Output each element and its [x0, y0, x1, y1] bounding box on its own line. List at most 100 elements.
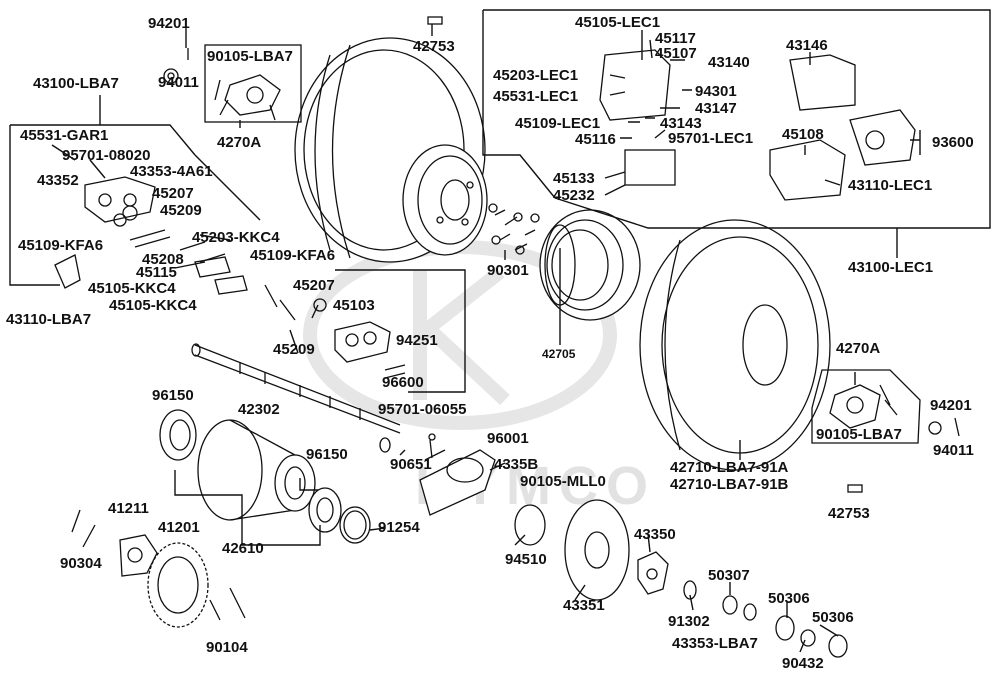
label-43147: 43147: [695, 100, 737, 117]
label-43351: 43351: [563, 597, 605, 614]
label-90301: 90301: [487, 262, 529, 279]
label-96001: 96001: [487, 430, 529, 447]
label-43100-lec1: 43100-LEC1: [848, 259, 934, 276]
label-90105-lba7: 90105-LBA7: [207, 48, 293, 65]
hub-4270a-right: [829, 384, 960, 437]
label-96150-b: 96150: [306, 446, 348, 463]
label-41211: 41211: [108, 500, 149, 517]
label-50306-a: 50306: [768, 590, 810, 607]
seal-94510: [514, 504, 546, 546]
label-94251: 94251: [396, 332, 438, 349]
label-94201-b: 94201: [930, 397, 972, 414]
label-45531-gar1: 45531-GAR1: [20, 127, 109, 144]
rear-axle: [191, 343, 401, 434]
label-43140: 43140: [708, 54, 750, 71]
label-43100-lba7: 43100-LBA7: [33, 75, 119, 92]
label-42302: 42302: [238, 401, 280, 418]
label-43146: 43146: [786, 37, 828, 54]
bearing-holder-4335b: [379, 433, 496, 516]
label-42610: 42610: [222, 540, 264, 557]
label-42753-b: 42753: [828, 505, 870, 522]
washers-nuts: [683, 580, 848, 658]
label-42753: 42753: [413, 38, 455, 55]
label-45207-b: 45207: [293, 277, 335, 294]
sprocket-41201: [147, 542, 209, 628]
label-94201: 94201: [148, 15, 190, 32]
label-45116: 45116: [575, 131, 616, 148]
disc-hub-43350: [637, 551, 669, 595]
label-90105-lba7-b: 90105-LBA7: [816, 426, 902, 443]
wheel-hub-42610: [197, 419, 316, 521]
label-42705: 42705: [542, 347, 576, 361]
label-91254: 91254: [378, 519, 420, 536]
brake-caliper-lba7: [54, 176, 248, 295]
label-43353-4a61: 43353-4A61: [130, 163, 213, 180]
label-50306-b: 50306: [812, 609, 854, 626]
label-45207: 45207: [152, 185, 194, 202]
label-90304: 90304: [60, 555, 102, 572]
label-45208: 45208: [142, 251, 184, 268]
label-45108: 45108: [782, 126, 824, 143]
leader-lines: [9, 9, 991, 653]
label-94011: 94011: [158, 74, 199, 91]
label-43352: 43352: [37, 172, 79, 189]
label-45109-lec1: 45109-LEC1: [515, 115, 601, 132]
label-94510: 94510: [505, 551, 547, 568]
label-43110-lba7: 43110-LBA7: [6, 311, 92, 328]
small-bolts: [163, 16, 863, 493]
bearing-96150-right: [308, 487, 342, 533]
seal-91254: [339, 506, 371, 544]
label-45209-b: 45209: [273, 341, 315, 358]
label-45117: 45117: [655, 30, 696, 47]
label-93600: 93600: [932, 134, 974, 151]
label-42710-lba7-91b: 42710-LBA7-91B: [670, 476, 789, 493]
label-43353-lba7: 43353-LBA7: [672, 635, 758, 652]
label-94301: 94301: [695, 83, 737, 100]
label-45109-kfa6-b: 45109-KFA6: [250, 247, 336, 264]
brake-disc-43351: [564, 499, 630, 601]
label-45203-lec1: 45203-LEC1: [493, 67, 579, 84]
label-4335b: 4335B: [494, 456, 539, 473]
label-41201: 41201: [158, 519, 200, 536]
label-45107: 45107: [655, 45, 697, 62]
label-45203-kkc4: 45203-KKC4: [192, 229, 280, 246]
bearing-96150-left: [159, 409, 197, 461]
label-45232: 45232: [553, 187, 595, 204]
label-90432: 90432: [782, 655, 824, 672]
label-45115: 45115: [136, 264, 177, 281]
label-96150-a: 96150: [152, 387, 194, 404]
label-45105-kkc4-a: 45105-KKC4: [88, 280, 176, 297]
label-45105-kkc4-b: 45105-KKC4: [109, 297, 197, 314]
label-4270a: 4270A: [217, 134, 262, 151]
label-90651: 90651: [390, 456, 432, 473]
label-95701-06055: 95701-06055: [378, 401, 467, 418]
label-95701-lec1: 95701-LEC1: [668, 130, 754, 147]
label-45133: 45133: [553, 170, 595, 187]
label-43143: 43143: [660, 115, 702, 132]
label-43350: 43350: [634, 526, 676, 543]
sprocket-hub-41211: [71, 509, 246, 621]
label-43110-lec1: 43110-LEC1: [848, 177, 933, 194]
label-50307: 50307: [708, 567, 750, 584]
hub-bolts: [488, 203, 540, 255]
label-96600: 96600: [382, 374, 424, 391]
box-90105-lba7: [204, 44, 302, 123]
label-4270a-b: 4270A: [836, 340, 881, 357]
brake-caliper-45103: [264, 284, 406, 379]
rear-rim: [539, 209, 641, 321]
label-91302: 91302: [668, 613, 710, 630]
label-90105-mll0: 90105-MLL0: [520, 473, 606, 490]
box-4270a-right: [811, 369, 921, 444]
label-45103: 45103: [333, 297, 375, 314]
label-90104: 90104: [206, 639, 248, 656]
rear-tire: [639, 219, 831, 471]
label-94011-b: 94011: [933, 442, 974, 459]
label-45531-lec1: 45531-LEC1: [493, 88, 579, 105]
label-95701-08020: 95701-08020: [62, 147, 151, 164]
label-45109-kfa6: 45109-KFA6: [18, 237, 104, 254]
caliper-lec1-components: [599, 49, 916, 201]
hub-4270a-top: [214, 74, 281, 121]
label-42710-lba7-91a: 42710-LBA7-91A: [670, 459, 789, 476]
